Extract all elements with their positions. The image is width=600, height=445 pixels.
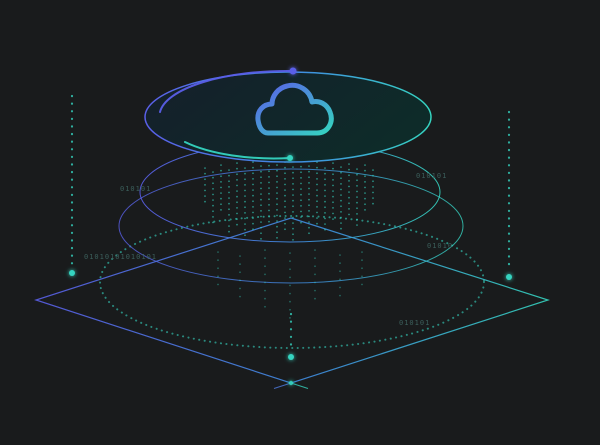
binary-label: 010101 xyxy=(120,185,151,193)
orbit-dot-bottom xyxy=(287,155,293,161)
binary-label: 01010101010101 xyxy=(84,253,157,261)
binary-label: 010101 xyxy=(399,319,430,327)
floor-dotted-ellipse xyxy=(99,215,485,349)
binary-label: 01010 xyxy=(427,242,453,250)
data-rain-dots-sparse xyxy=(217,249,363,321)
corner-dot-vertex xyxy=(288,380,294,386)
layer-ring-lower xyxy=(118,168,464,284)
cloud-icon xyxy=(255,82,334,136)
data-rain-dots xyxy=(204,159,374,246)
corner-dot-right xyxy=(506,274,512,280)
corner-dot-left xyxy=(69,270,75,276)
top-disc xyxy=(144,67,432,163)
orbit-arc-top xyxy=(159,69,294,113)
corner-dot-bottom xyxy=(288,354,294,360)
corner-extension-line xyxy=(273,382,292,389)
binary-label: 010101 xyxy=(416,172,447,180)
floor-diamond xyxy=(34,217,550,389)
corner-dotted-posts xyxy=(70,94,511,352)
corner-extension-line xyxy=(290,382,309,389)
orbit-arc-bottom xyxy=(184,141,291,160)
orbit-dot-top xyxy=(289,67,297,75)
